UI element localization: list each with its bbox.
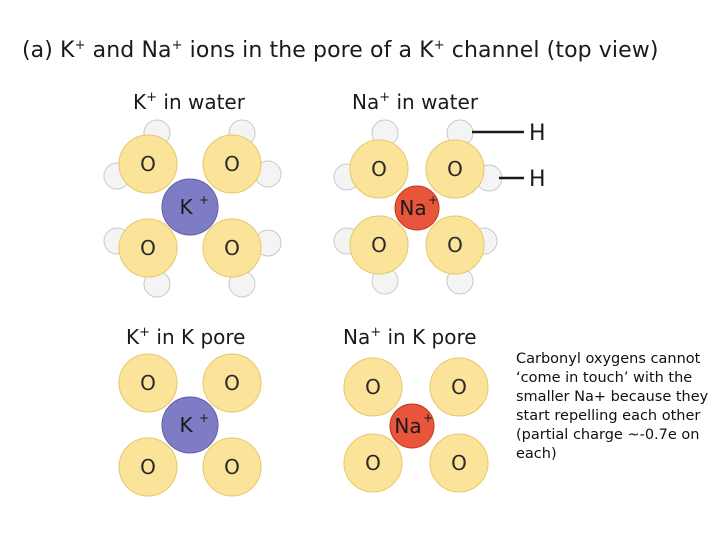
oxygen-atom — [349, 215, 409, 275]
ion-charge: + — [423, 411, 433, 425]
panel-na-water: O O O O Na + H H — [333, 119, 546, 295]
oxygen-atom — [343, 433, 403, 493]
oxygen-label: O — [140, 455, 156, 479]
ion-label: Na — [399, 196, 426, 220]
panel-label-na-water: Na+ in water — [352, 90, 479, 114]
oxygen-label: O — [224, 152, 240, 176]
oxygen-label: O — [224, 455, 240, 479]
oxygen-label: O — [451, 375, 467, 399]
na-ion — [389, 403, 435, 449]
k-ion — [161, 178, 219, 236]
oxygen-atom — [349, 139, 409, 199]
oxygen-atom — [118, 353, 178, 413]
oxygen-label: O — [140, 371, 156, 395]
oxygen-label: O — [140, 236, 156, 260]
panel-label-k-pore: K+ in K pore — [126, 325, 246, 349]
oxygen-atom — [118, 437, 178, 497]
ion-label: Na — [394, 414, 421, 438]
na-ion — [394, 185, 440, 231]
hydrogen-label: H — [529, 167, 546, 192]
oxygen-label: O — [140, 152, 156, 176]
oxygen-atom — [429, 433, 489, 493]
oxygen-atom — [202, 437, 262, 497]
panel-k-water: O O O O K + — [103, 119, 282, 298]
panel-k-pore: O O O O K + — [118, 353, 262, 497]
oxygen-atom — [425, 139, 485, 199]
oxygen-atom — [202, 353, 262, 413]
oxygen-atom — [118, 134, 178, 194]
oxygen-label: O — [447, 233, 463, 257]
hydrogen-label: H — [529, 121, 546, 146]
oxygen-atom — [429, 357, 489, 417]
k-ion — [161, 396, 219, 454]
oxygen-atom — [343, 357, 403, 417]
oxygen-label: O — [451, 451, 467, 475]
panel-na-pore: O O O O Na + — [343, 357, 489, 493]
ion-charge: + — [428, 193, 438, 207]
ion-label: K — [179, 413, 193, 437]
oxygen-atom — [202, 218, 262, 278]
ion-charge: + — [199, 411, 209, 425]
panel-label-na-pore: Na+ in K pore — [343, 325, 477, 349]
oxygen-label: O — [365, 451, 381, 475]
oxygen-atom — [202, 134, 262, 194]
ion-label: K — [179, 195, 193, 219]
page-title: (a) K+ and Na+ ions in the pore of a K+ … — [22, 38, 659, 63]
panel-label-k-water: K+ in water — [133, 90, 245, 114]
ion-charge: + — [199, 193, 209, 207]
oxygen-atom — [425, 215, 485, 275]
explanation-note: Carbonyl oxygens cannot ‘come in touch’ … — [516, 351, 709, 462]
oxygen-label: O — [371, 233, 387, 257]
oxygen-atom — [118, 218, 178, 278]
oxygen-label: O — [365, 375, 381, 399]
oxygen-label: O — [371, 157, 387, 181]
oxygen-label: O — [447, 157, 463, 181]
oxygen-label: O — [224, 236, 240, 260]
oxygen-label: O — [224, 371, 240, 395]
